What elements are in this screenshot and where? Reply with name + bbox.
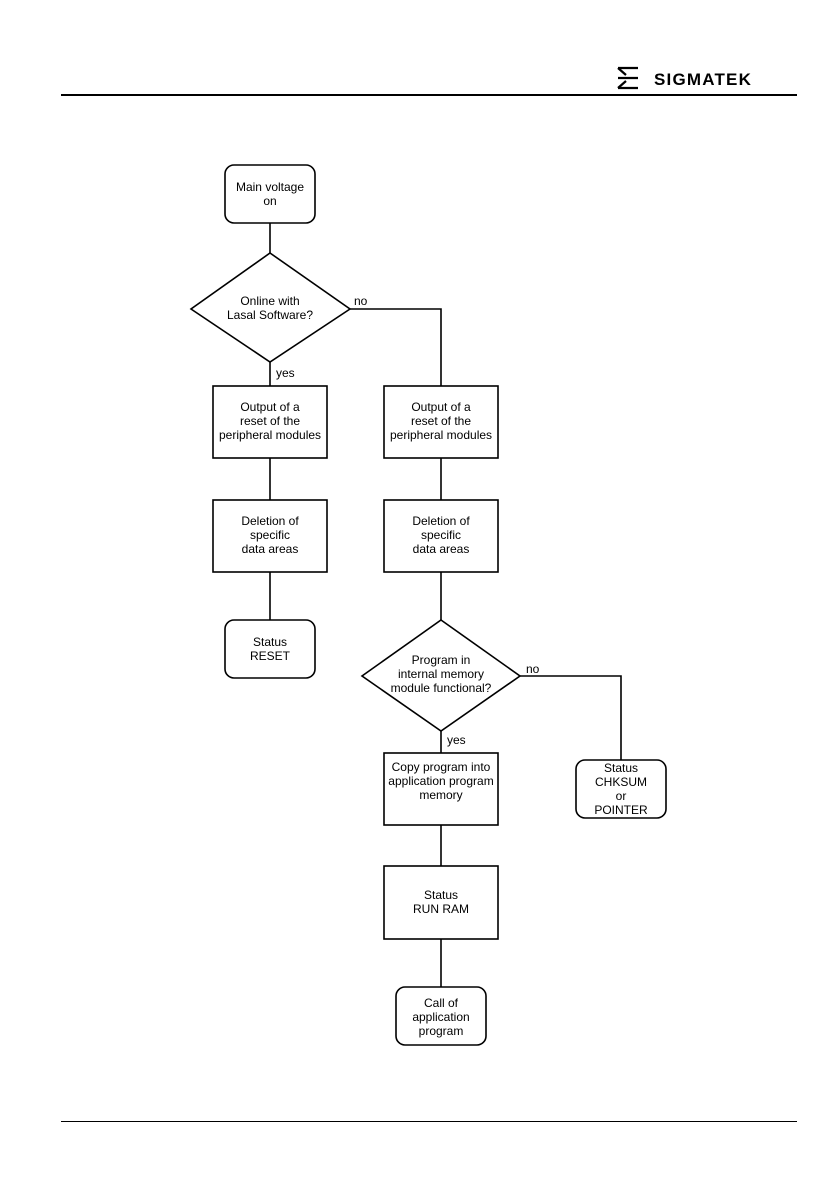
right-reset-line-1: Output of a: [411, 400, 471, 414]
copy-program-line-2: application program: [388, 774, 493, 788]
decision-program-line-3: module functional?: [391, 681, 492, 695]
status-run-box: Status RUN RAM: [383, 865, 499, 940]
left-delete-line-1: Deletion of: [241, 514, 299, 528]
decision-program-line-1: Program in: [412, 653, 471, 667]
connectors: [269, 223, 622, 987]
copy-program-box: Copy program into application program me…: [383, 752, 499, 826]
footer-rule: [61, 1121, 797, 1122]
logo-text: SIGMATEK: [654, 70, 752, 89]
call-app-node: Call of application program: [395, 986, 487, 1046]
copy-program-line-3: memory: [419, 788, 462, 802]
right-reset-line-3: peripheral modules: [390, 428, 492, 442]
status-reset-line-1: Status: [253, 635, 287, 649]
label-yes-program: yes: [447, 733, 466, 747]
decision-online-line-1: Online with: [240, 294, 299, 308]
start-node: Main voltage on: [224, 164, 316, 224]
status-chksum-line-1: Status: [604, 761, 638, 775]
status-reset-node: Status RESET: [224, 619, 316, 679]
status-run-line-2: RUN RAM: [413, 902, 469, 916]
left-delete-box: Deletion of specific data areas: [212, 499, 328, 573]
right-reset-line-2: reset of the: [411, 414, 471, 428]
left-reset-line-1: Output of a: [240, 400, 300, 414]
decision-online-line-2: Lasal Software?: [227, 308, 313, 322]
decision-program: Program in internal memory module functi…: [360, 619, 522, 732]
label-no-online: no: [354, 294, 368, 308]
label-no-program: no: [526, 662, 540, 676]
header-rule: [61, 94, 797, 96]
left-reset-line-3: peripheral modules: [219, 428, 321, 442]
call-app-line-1: Call of: [424, 996, 459, 1010]
connector-no-right: [350, 308, 442, 386]
label-yes-online: yes: [276, 366, 295, 380]
status-chksum-node: Status CHKSUM or POINTER: [575, 759, 667, 819]
sigmatek-logo-icon: [617, 66, 638, 90]
left-delete-line-3: data areas: [242, 542, 299, 556]
connector-no-chksum: [520, 675, 622, 760]
status-reset-line-2: RESET: [250, 649, 291, 663]
left-reset-box: Output of a reset of the peripheral modu…: [212, 385, 328, 459]
call-app-line-2: application: [412, 1010, 469, 1024]
start-line-2: on: [263, 194, 276, 208]
left-delete-line-2: specific: [250, 528, 290, 542]
status-chksum-line-3: or: [616, 789, 627, 803]
right-delete-line-2: specific: [421, 528, 461, 542]
status-chksum-line-4: POINTER: [594, 803, 648, 817]
right-delete-line-3: data areas: [413, 542, 470, 556]
right-delete-line-1: Deletion of: [412, 514, 470, 528]
sigmatek-logo: SIGMATEK: [617, 66, 752, 90]
call-app-line-3: program: [419, 1024, 464, 1038]
right-delete-box: Deletion of specific data areas: [383, 499, 499, 573]
decision-program-line-2: internal memory: [398, 667, 484, 681]
decision-online: Online with Lasal Software?: [189, 252, 352, 363]
right-reset-box: Output of a reset of the peripheral modu…: [383, 385, 499, 459]
copy-program-line-1: Copy program into: [392, 760, 491, 774]
start-line-1: Main voltage: [236, 180, 304, 194]
status-run-line-1: Status: [424, 888, 458, 902]
left-reset-line-2: reset of the: [240, 414, 300, 428]
status-chksum-line-2: CHKSUM: [595, 775, 647, 789]
